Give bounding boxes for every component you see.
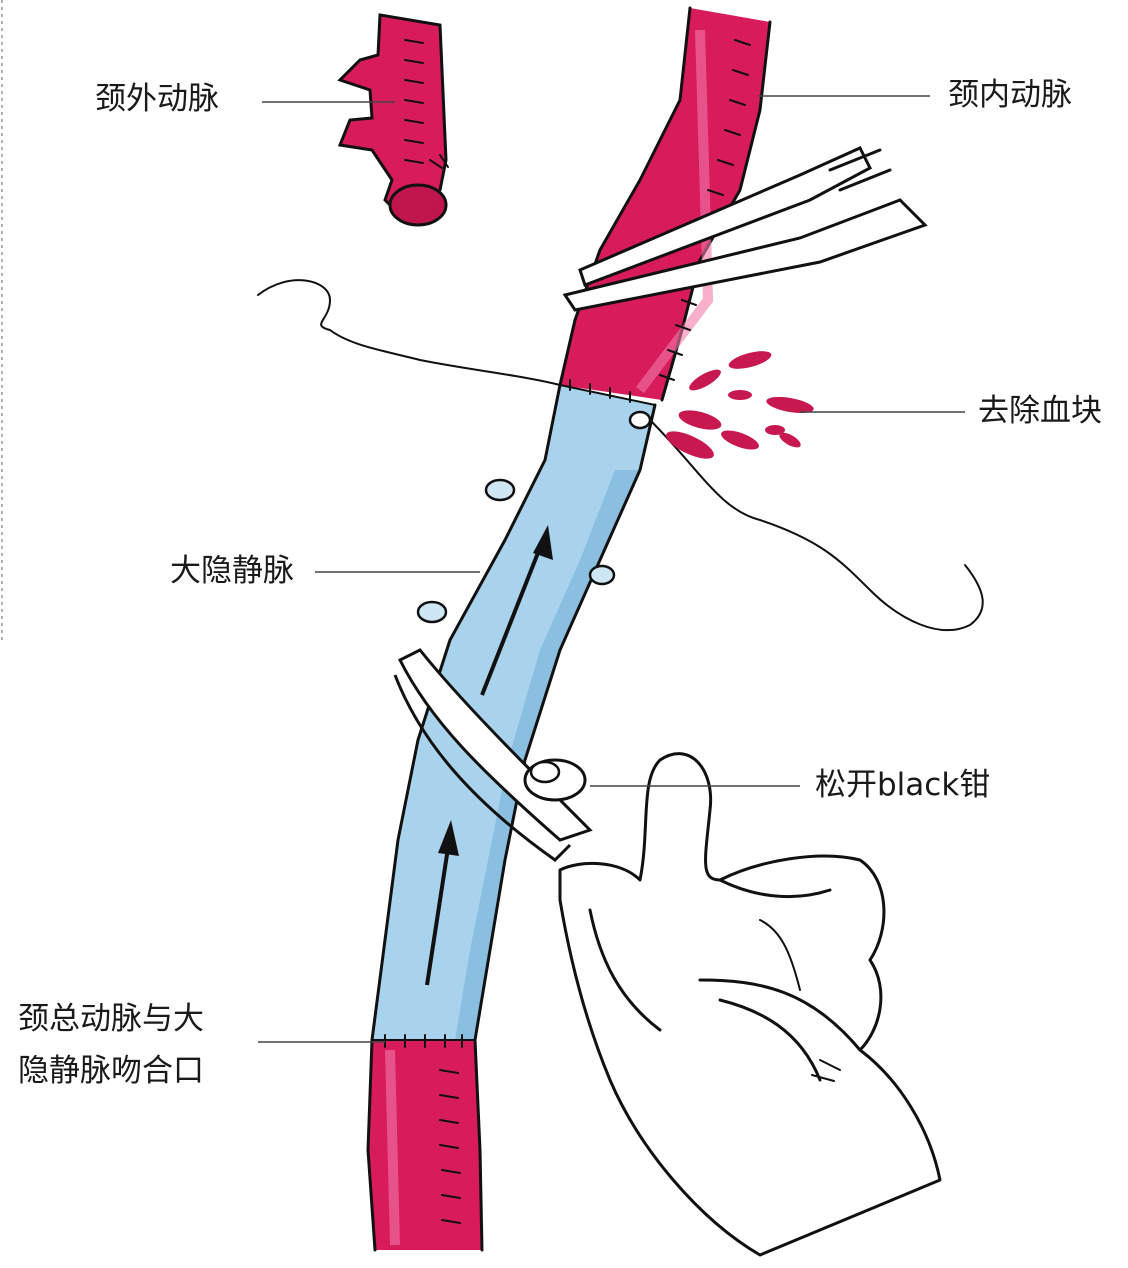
label-release-clamp: 松开black钳 [815,767,991,803]
suture-thread-left [257,279,561,386]
knot-icon [628,410,652,430]
label-anastomosis-line2: 隐静脉吻合口 [18,1053,204,1089]
label-remove-clot: 去除血块 [978,393,1102,429]
label-external-carotid: 颈外动脉 [95,81,219,117]
label-saphenous-vein: 大隐静脉 [170,553,294,589]
suture-thread-right [649,419,984,631]
surgeon-hand [558,752,942,1257]
external-carotid-stump [337,13,449,227]
label-anastomosis-line1: 颈总动脉与大 [18,1001,204,1037]
upper-anastomosis-stitches [559,379,656,406]
vascular-clamp-lower [393,648,593,862]
saphenous-vein-graft [370,383,657,1042]
common-carotid-artery [366,1034,484,1252]
vascular-clamp-upper [562,146,928,312]
clot-fragments [666,351,814,459]
label-internal-carotid: 颈内动脉 [948,77,1072,113]
